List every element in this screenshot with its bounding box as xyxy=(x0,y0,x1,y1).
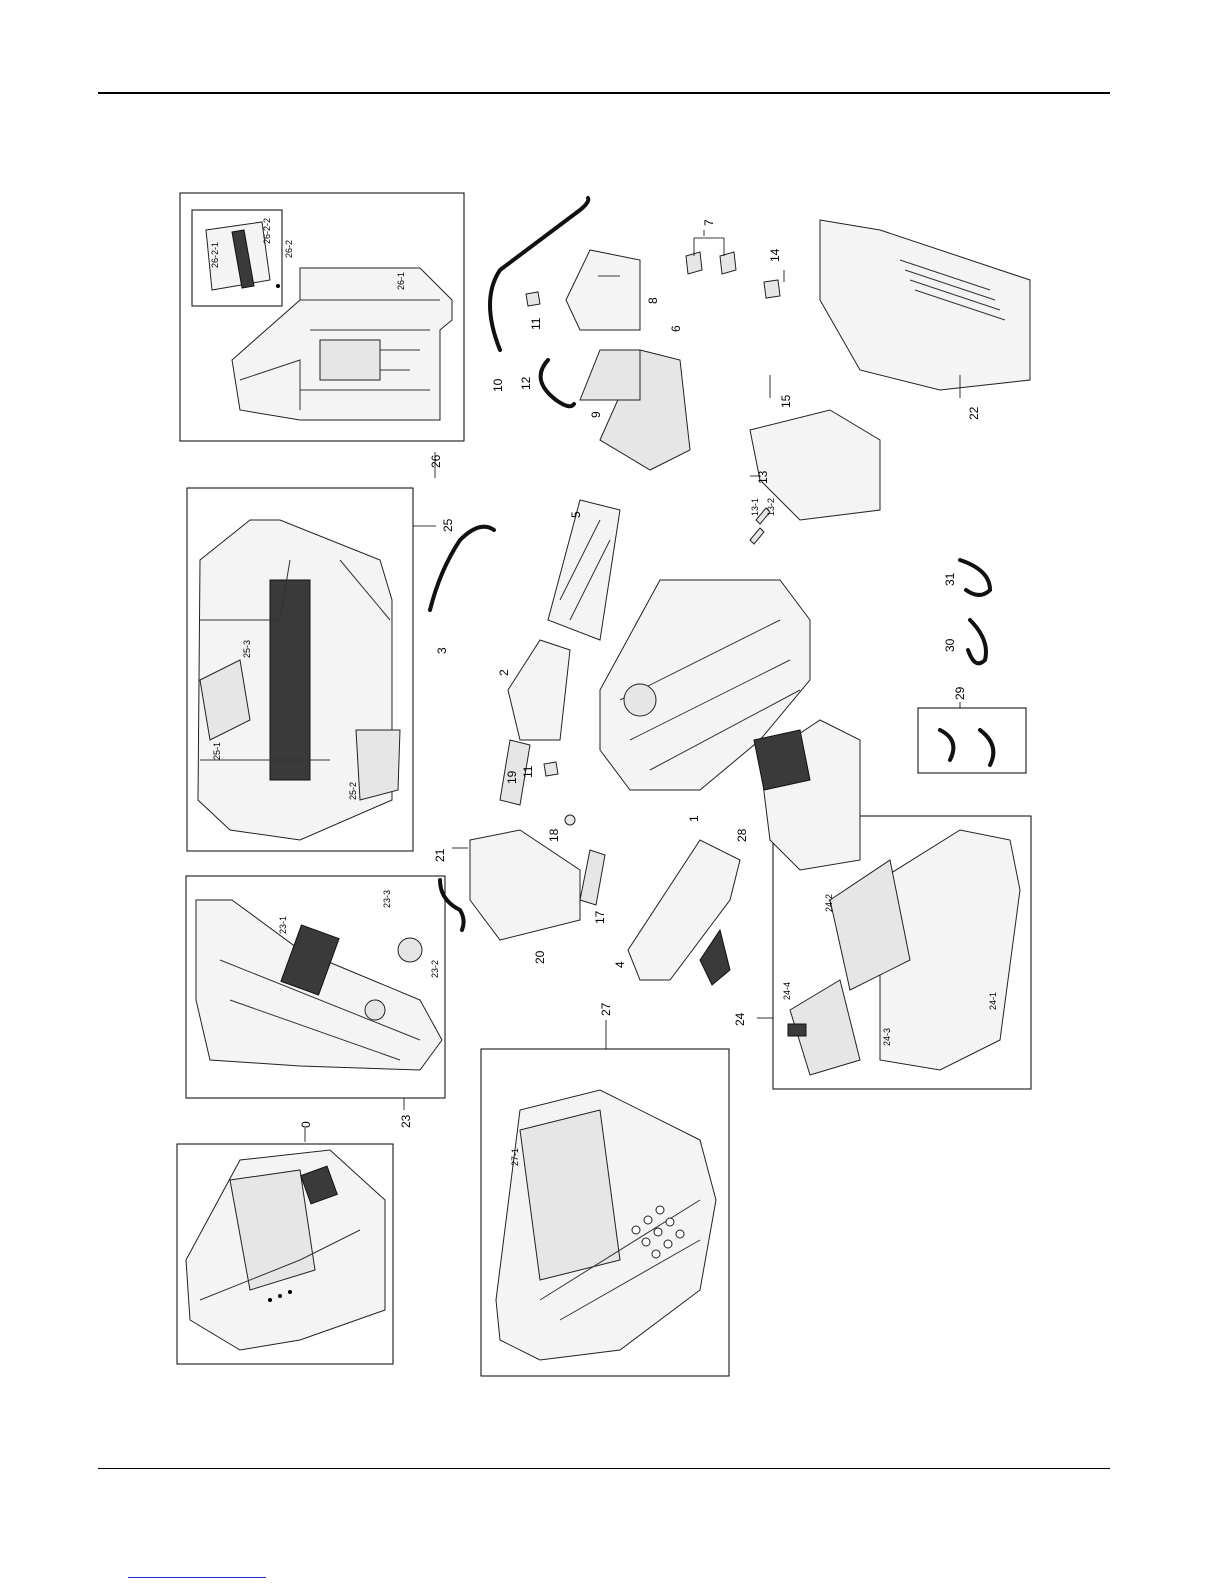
label-8: 8 xyxy=(646,297,660,304)
label-1: 1 xyxy=(687,815,701,822)
part-11-clip-a xyxy=(526,292,540,306)
label-26-2-2: 26-2-2 xyxy=(262,218,272,244)
label-3: 3 xyxy=(435,647,449,654)
label-24-3: 24-3 xyxy=(882,1028,892,1046)
label-24-4: 24-4 xyxy=(782,982,792,1000)
part-25-scanner-assembly xyxy=(198,520,400,840)
label-15: 15 xyxy=(779,394,793,408)
inset-box-29 xyxy=(918,708,1026,773)
label-25-2: 25-2 xyxy=(348,782,358,800)
part-4-toner-cartridge xyxy=(628,840,740,985)
label-13-1: 13-1 xyxy=(750,498,760,516)
label-23-3: 23-3 xyxy=(382,890,392,908)
part-22-side-cover xyxy=(820,220,1030,390)
part-12-cable xyxy=(541,360,574,406)
label-27: 27 xyxy=(599,1002,613,1016)
part-9-shield xyxy=(580,350,640,400)
label-28: 28 xyxy=(735,828,749,842)
label-26-2: 26-2 xyxy=(284,240,294,258)
label-21: 21 xyxy=(433,848,447,862)
label-2: 2 xyxy=(497,669,511,676)
label-23-1: 23-1 xyxy=(278,916,288,934)
part-31-power-cord xyxy=(960,560,990,595)
part-21-cable xyxy=(440,880,464,930)
label-6: 6 xyxy=(669,325,683,332)
label-14: 14 xyxy=(768,248,782,262)
label-26-1: 26-1 xyxy=(396,272,406,290)
label-29: 29 xyxy=(953,686,967,700)
label-18: 18 xyxy=(547,828,561,842)
part-17-bracket xyxy=(580,850,605,905)
label-5: 5 xyxy=(569,511,583,518)
label-24-1: 24-1 xyxy=(988,992,998,1010)
label-17: 17 xyxy=(593,910,607,924)
label-31: 31 xyxy=(943,572,957,586)
part-11-clip-b xyxy=(544,762,558,776)
part-5-fuser-unit xyxy=(548,500,620,640)
label-13: 13 xyxy=(756,470,770,484)
label-20: 20 xyxy=(533,950,547,964)
part-24-paper-cassette xyxy=(788,830,1020,1075)
label-0: 0 xyxy=(299,1121,313,1128)
part-28-output-tray xyxy=(754,720,860,870)
label-11b: 11 xyxy=(521,765,535,778)
part-29-phone-cords xyxy=(940,730,993,765)
label-27-1: 27-1 xyxy=(510,1148,520,1166)
label-24: 24 xyxy=(733,1012,747,1026)
label-26: 26 xyxy=(429,454,443,468)
part-0-complete-unit xyxy=(186,1150,385,1350)
label-12: 12 xyxy=(519,376,533,390)
label-26-2-1: 26-2-1 xyxy=(210,242,220,268)
part-2-board-cover xyxy=(508,640,570,740)
part-18-sensor xyxy=(565,815,575,825)
label-19: 19 xyxy=(505,770,519,784)
label-9: 9 xyxy=(589,411,603,418)
part-23-adf-assembly xyxy=(196,900,442,1070)
part-7-brackets xyxy=(686,252,736,274)
part-20-main-board xyxy=(470,830,580,940)
part-27-top-cover-assembly xyxy=(496,1090,716,1360)
part-14-clip xyxy=(764,280,780,298)
part-8-engine-board xyxy=(566,250,640,330)
part-26-1-frame xyxy=(232,268,452,420)
label-23-2: 23-2 xyxy=(430,960,440,978)
label-25: 25 xyxy=(441,518,455,532)
label-4: 4 xyxy=(613,961,627,968)
part-3-harness xyxy=(430,527,494,610)
part-30-usb-cable xyxy=(968,620,986,663)
label-22: 22 xyxy=(967,406,981,420)
label-10: 10 xyxy=(491,378,505,392)
label-13-2: 13-2 xyxy=(766,498,776,516)
label-7: 7 xyxy=(702,219,716,226)
label-24-2: 24-2 xyxy=(824,894,834,912)
label-25-3: 25-3 xyxy=(242,640,252,658)
label-25-1: 25-1 xyxy=(212,742,222,760)
label-23: 23 xyxy=(399,1114,413,1128)
label-30: 30 xyxy=(943,638,957,652)
label-11a: 11 xyxy=(529,317,543,330)
